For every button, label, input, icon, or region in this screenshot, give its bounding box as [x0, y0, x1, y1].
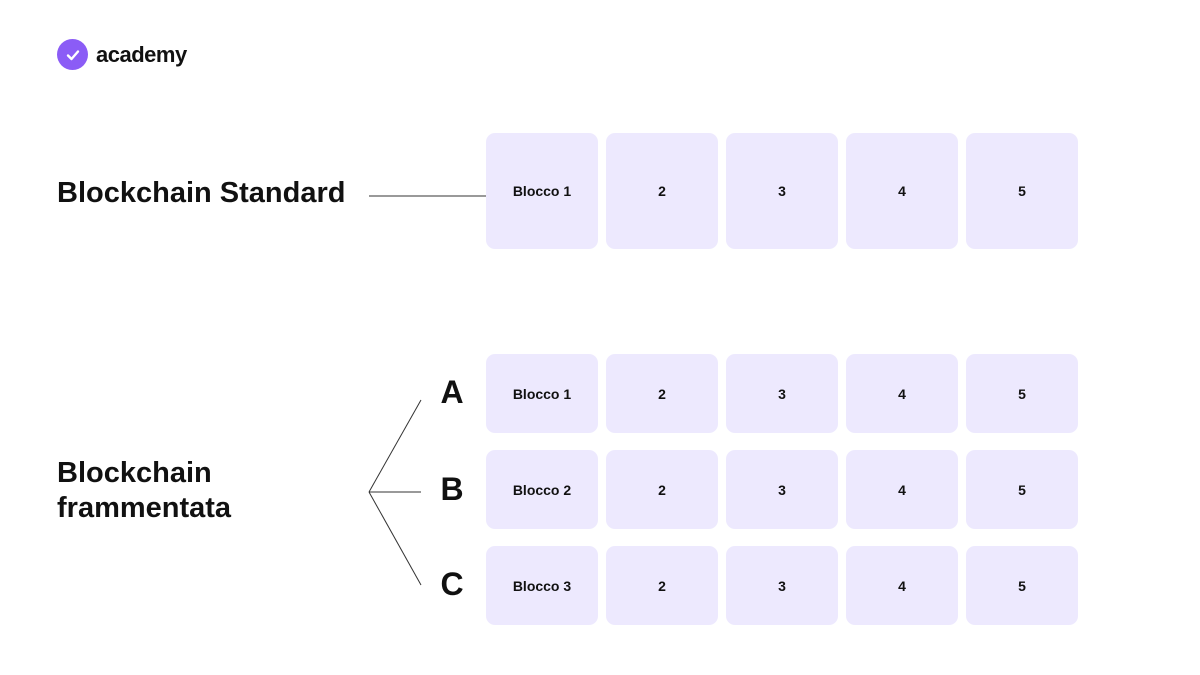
shard-c-block: 3: [726, 546, 838, 625]
shard-a-block: 2: [606, 354, 718, 433]
shard-b-block: 4: [846, 450, 958, 529]
shard-a-block: 4: [846, 354, 958, 433]
brand-name: academy: [96, 41, 187, 67]
shard-a-block: 5: [966, 354, 1078, 433]
standard-blockchain-title: Blockchain Standard: [57, 177, 346, 209]
shard-a-block-row: Blocco 1 2 3 4 5: [486, 354, 1078, 433]
check-circle-icon: [57, 39, 88, 70]
standard-block: 2: [606, 133, 718, 249]
shard-c-block: Blocco 3: [486, 546, 598, 625]
shard-a-block: 3: [726, 354, 838, 433]
brand-logo: academy: [57, 39, 187, 70]
standard-block: Blocco 1: [486, 133, 598, 249]
standard-block: 3: [726, 133, 838, 249]
shard-c-block-row: Blocco 3 2 3 4 5: [486, 546, 1078, 625]
shard-b-block: 3: [726, 450, 838, 529]
shard-c-connector-line: [368, 491, 422, 586]
standard-block: 4: [846, 133, 958, 249]
standard-block-row: Blocco 1 2 3 4 5: [486, 133, 1078, 249]
shard-b-label: B: [440, 471, 464, 507]
sharded-blockchain-title: Blockchain frammentata: [57, 457, 232, 524]
shard-a-label: A: [440, 374, 464, 410]
shard-c-block: 5: [966, 546, 1078, 625]
shard-b-block: Blocco 2: [486, 450, 598, 529]
shard-a-connector-line: [368, 399, 422, 493]
shard-b-block: 2: [606, 450, 718, 529]
shard-a-block: Blocco 1: [486, 354, 598, 433]
standard-block: 5: [966, 133, 1078, 249]
shard-b-block-row: Blocco 2 2 3 4 5: [486, 450, 1078, 529]
shard-c-block: 4: [846, 546, 958, 625]
shard-b-block: 5: [966, 450, 1078, 529]
shard-c-block: 2: [606, 546, 718, 625]
shard-c-label: C: [440, 566, 464, 602]
